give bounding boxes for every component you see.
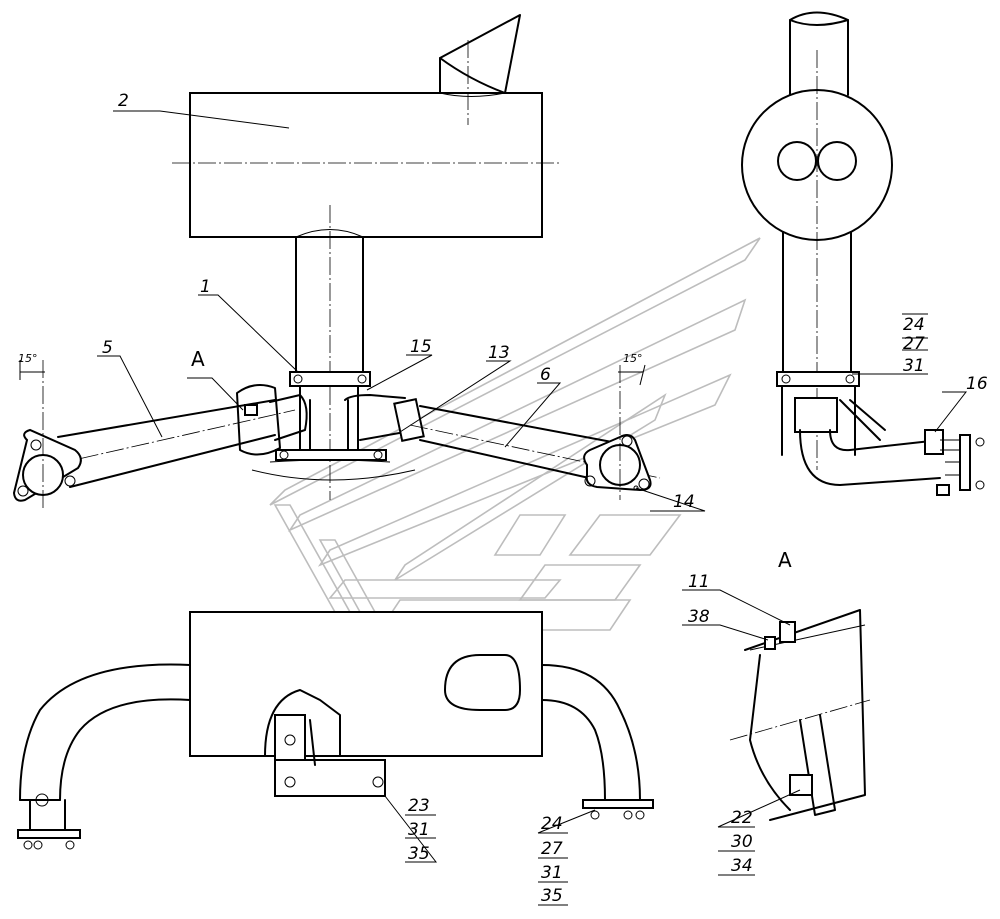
stack-mount-0: 23 (408, 796, 430, 816)
stack-detail-2: 34 (731, 856, 753, 876)
stack-mount-2: 35 (408, 844, 430, 864)
label-14: 14 (673, 492, 695, 512)
stack-right-2: 31 (903, 356, 925, 376)
angle-label-left: 15° (18, 352, 38, 365)
stack-detail-1: 30 (731, 832, 753, 852)
label-38: 38 (688, 607, 710, 627)
label-2: 2 (118, 91, 129, 111)
label-1: 1 (200, 277, 211, 297)
stack-bottom-right-3: 35 (541, 886, 563, 906)
label-13: 13 (488, 343, 510, 363)
detail-a-view (729, 609, 871, 821)
stack-bottom-right-2: 31 (541, 863, 563, 883)
label-11: 11 (688, 572, 710, 592)
stack-mount-1: 31 (408, 820, 430, 840)
stack-right-0: 24 (903, 315, 925, 335)
muffler-bottom-view (17, 611, 654, 850)
label-6: 6 (540, 365, 551, 385)
stack-detail-0: 22 (731, 808, 753, 828)
watermark-logo (269, 237, 761, 631)
label-5: 5 (102, 338, 113, 358)
angle-label-right: 15° (623, 352, 643, 365)
leader-lines (97, 110, 968, 906)
stack-bottom-right-0: 24 (541, 814, 563, 834)
pipe-6 (393, 364, 661, 500)
label-detail-a: A (778, 548, 792, 572)
muffler-side-view (741, 11, 985, 496)
label-15: 15 (410, 337, 432, 357)
stack-bottom-right-1: 27 (541, 839, 563, 859)
label-view-a: A (191, 347, 205, 371)
muffler-top-view (172, 14, 562, 500)
stack-right-1: 27 (903, 334, 925, 354)
label-16: 16 (966, 374, 988, 394)
